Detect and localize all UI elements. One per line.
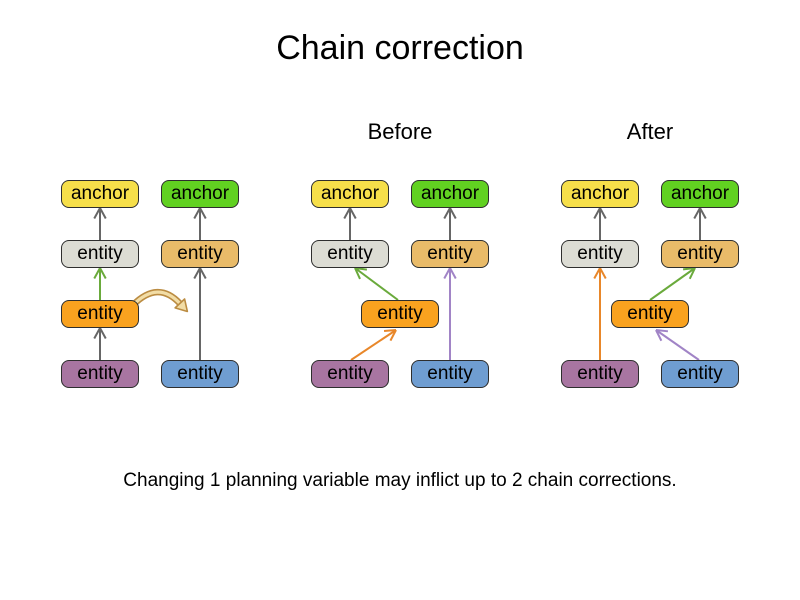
arrow-line xyxy=(449,207,457,220)
node-before-entity-a1: entity xyxy=(311,240,389,268)
arrow-line xyxy=(193,207,201,220)
node-after-entity-a2: entity xyxy=(561,360,639,388)
page-title: Chain correction xyxy=(276,29,524,67)
arrow-line xyxy=(193,267,201,280)
node-initial-anchor-a: anchor xyxy=(61,180,139,208)
arrow-line xyxy=(354,267,361,280)
arrow-line xyxy=(655,329,663,342)
section-label-before: Before xyxy=(367,119,433,144)
node-after-anchor-b: anchor xyxy=(661,180,739,208)
move-arrow xyxy=(131,290,182,307)
node-before-entity-b2: entity xyxy=(411,360,489,388)
arrow-line xyxy=(99,207,107,220)
arrow-line xyxy=(350,329,397,361)
arrow-line xyxy=(93,267,101,280)
node-initial-entity-a2: entity xyxy=(61,300,139,328)
node-before-entity-a2: entity xyxy=(311,360,389,388)
arrow-line xyxy=(343,207,351,220)
arrow-line xyxy=(688,267,696,280)
arrow-line xyxy=(693,207,701,220)
arrow-line xyxy=(383,329,397,333)
arrow-line xyxy=(599,207,607,220)
caption-text: Changing 1 planning variable may inflict… xyxy=(123,470,677,491)
arrow-line xyxy=(449,267,457,280)
arrow-line xyxy=(99,327,107,340)
move-arrow-head xyxy=(174,298,189,313)
node-initial-entity-a1: entity xyxy=(61,240,139,268)
node-after-anchor-a: anchor xyxy=(561,180,639,208)
node-before-entity-b1: entity xyxy=(411,240,489,268)
arrow-line xyxy=(199,267,207,280)
arrow-line xyxy=(354,267,399,301)
node-after-entity-b1: entity xyxy=(661,240,739,268)
node-before-entity-mid: entity xyxy=(361,300,439,328)
node-after-entity-mid: entity xyxy=(611,300,689,328)
arrow-line xyxy=(93,207,101,220)
section-label-after: After xyxy=(626,119,674,144)
node-before-anchor-b: anchor xyxy=(411,180,489,208)
arrow-line xyxy=(199,207,207,220)
arrow-line xyxy=(349,207,357,220)
arrow-line xyxy=(443,267,451,280)
arrow-line xyxy=(682,267,696,271)
node-initial-entity-b1: entity xyxy=(161,240,239,268)
arrow-line xyxy=(593,207,601,220)
arrow-line xyxy=(699,207,707,220)
arrow-line xyxy=(593,267,601,280)
arrow-line xyxy=(599,267,607,280)
arrow-line xyxy=(655,329,669,333)
node-initial-entity-a3: entity xyxy=(61,360,139,388)
arrow-line xyxy=(389,329,397,342)
node-initial-entity-b2: entity xyxy=(161,360,239,388)
arrow-line xyxy=(354,267,368,271)
arrow-line xyxy=(655,329,700,361)
arrow-line xyxy=(93,327,101,340)
node-before-anchor-a: anchor xyxy=(311,180,389,208)
node-after-entity-a1: entity xyxy=(561,240,639,268)
arrow-line xyxy=(443,207,451,220)
node-after-entity-b2: entity xyxy=(661,360,739,388)
arrow-line xyxy=(649,267,696,301)
node-initial-anchor-b: anchor xyxy=(161,180,239,208)
arrow-line xyxy=(99,267,107,280)
